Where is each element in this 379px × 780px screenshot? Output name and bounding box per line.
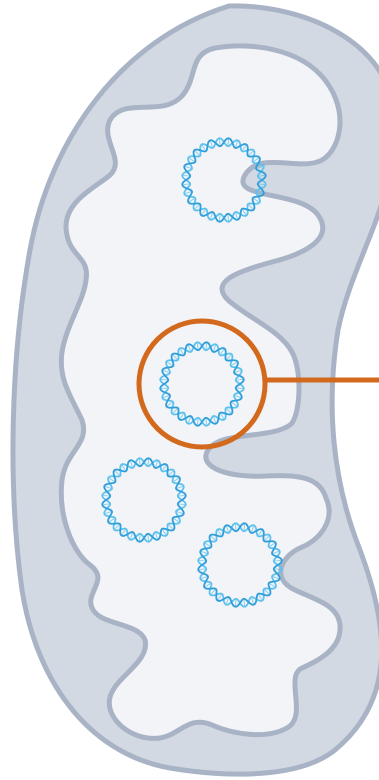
- mitochondrion-illustration: [0, 0, 379, 780]
- mitochondrion-diagram: [0, 0, 379, 780]
